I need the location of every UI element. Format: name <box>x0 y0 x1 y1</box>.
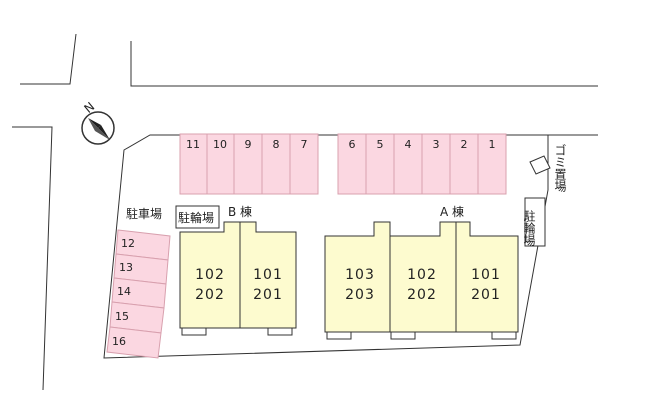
parking-space <box>477 133 507 195</box>
garbage-box <box>529 155 551 175</box>
parking-space <box>393 133 423 195</box>
parking-number: 2 <box>461 138 468 151</box>
parking-number: 14 <box>117 285 131 298</box>
parking-number: 7 <box>301 138 308 151</box>
unit-number: 201 <box>471 287 501 303</box>
parking-space <box>337 133 367 195</box>
parking-top-numbers: 11 10 9 8 7 6 5 4 3 2 1 <box>186 138 496 151</box>
parking-left-column <box>106 229 171 359</box>
unit-number: 202 <box>407 287 437 303</box>
parking-space <box>233 133 263 195</box>
unit-number: 203 <box>345 287 375 303</box>
parking-number: 8 <box>273 138 280 151</box>
north-arrow-icon: N <box>81 99 115 145</box>
parking-number: 12 <box>121 237 135 250</box>
unit-number: 102 <box>407 267 437 283</box>
building-a-units: 103 203 102 202 101 201 <box>345 267 501 303</box>
parking-space <box>261 133 291 195</box>
parking-number: 6 <box>349 138 356 151</box>
building-b-units: 102 202 101 201 <box>195 267 283 303</box>
parking-space <box>421 133 451 195</box>
parking-number: 16 <box>112 335 126 348</box>
parking-number: 5 <box>377 138 384 151</box>
bike-parking-right <box>524 197 546 247</box>
parking-space <box>106 326 162 359</box>
parking-number: 4 <box>405 138 412 151</box>
building-b-label: B 棟 <box>228 204 252 219</box>
parking-label: 駐車場 <box>126 206 162 221</box>
parking-space <box>179 133 208 195</box>
unit-number: 201 <box>253 287 283 303</box>
parking-space <box>365 133 395 195</box>
garbage-label: ゴミ置場 <box>553 143 567 193</box>
bike-parking-right-label: 駐輪場 <box>522 209 536 247</box>
building-a-label: A 棟 <box>440 204 464 219</box>
bike-parking-b <box>175 205 220 229</box>
unit-number: 101 <box>471 267 501 283</box>
parking-number: 1 <box>489 138 496 151</box>
parking-space <box>449 133 479 195</box>
parking-number: 9 <box>245 138 252 151</box>
building-a <box>324 221 519 340</box>
bike-parking-b-label: 駐輪場 <box>178 210 214 225</box>
parking-number: 10 <box>213 138 227 151</box>
parking-number: 3 <box>433 138 440 151</box>
building-b <box>179 221 297 336</box>
unit-number: 103 <box>345 267 375 283</box>
unit-number: 101 <box>253 267 283 283</box>
parking-space <box>289 133 319 195</box>
parking-left-numbers: 12 13 14 15 16 <box>112 237 135 348</box>
unit-number: 102 <box>195 267 225 283</box>
parking-number: 15 <box>115 310 129 323</box>
parking-space <box>206 133 235 195</box>
parking-number: 13 <box>119 261 133 274</box>
unit-number: 202 <box>195 287 225 303</box>
parking-number: 11 <box>186 138 200 151</box>
parking-top-row <box>179 133 507 195</box>
